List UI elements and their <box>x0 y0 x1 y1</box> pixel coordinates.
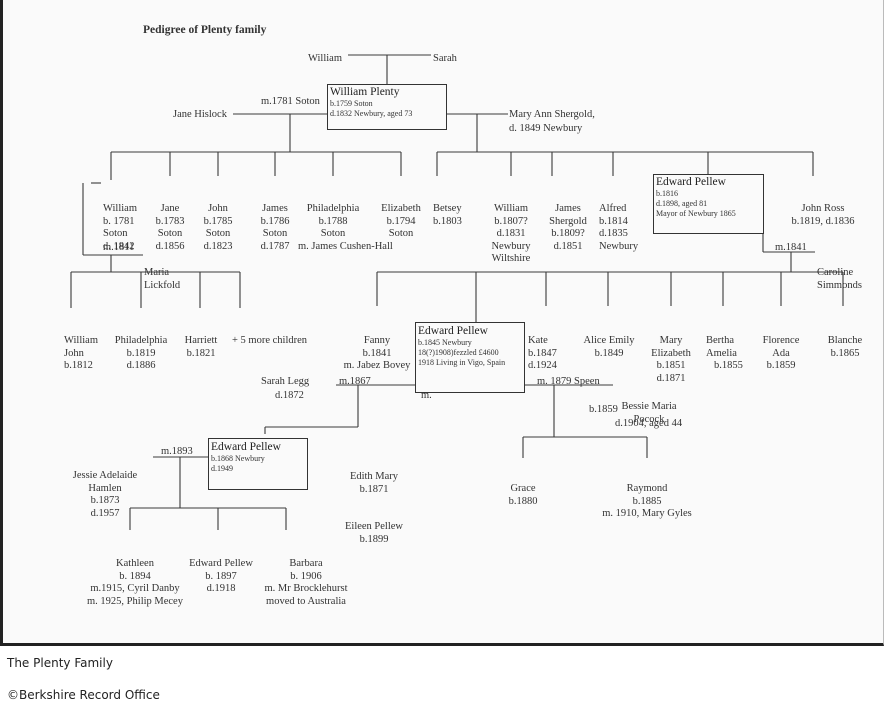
marriage-label-1811: m.1811 <box>103 242 135 253</box>
person-birth: b.1816 <box>656 189 678 198</box>
marriage-label-1841: m.1841 <box>775 242 807 253</box>
person-box-william-plenty: William Plenty b.1759 Soton d.1832 Newbu… <box>327 84 447 130</box>
image-credit: ©Berkshire Record Office <box>7 688 160 702</box>
person-mary-ann-shergold-death: d. 1849 Newbury <box>509 123 583 134</box>
person-death: d.1832 Newbury, aged 73 <box>330 109 413 118</box>
marriage-label-stray: m. <box>421 390 432 401</box>
person-birth: b.1868 Newbury <box>211 454 265 463</box>
person-name: Edward Pellew <box>211 441 281 453</box>
person-box-edward-pellew-1816: Edward Pellew b.1816 d.1898, aged 81 May… <box>653 174 764 234</box>
marriage-label-1781: m.1781 Soton <box>261 96 320 107</box>
person-note: Mayor of Newbury 1865 <box>656 209 736 218</box>
person-name: Edward Pellew <box>418 325 488 337</box>
person-bessie-birth: b.1859 <box>589 404 618 415</box>
person-box-edward-pellew-1868: Edward Pellew b.1868 Newbury d.1949 <box>208 438 308 490</box>
person-death: d.1949 <box>211 464 233 473</box>
person-name: William Plenty <box>330 86 400 98</box>
person-note: 1918 Living in Vigo, Spain <box>418 358 506 367</box>
pedigree-scan: Pedigree of Plenty family William Sarah … <box>0 0 884 646</box>
pedigree-title: Pedigree of Plenty family <box>143 24 267 36</box>
person-sarah-legg: Sarah Legg <box>261 376 310 387</box>
person-mary-ann-shergold: Mary Ann Shergold, <box>509 109 595 120</box>
pedigree-connector-lines <box>70 54 844 530</box>
person-birth: b.1845 Newbury <box>418 338 472 347</box>
person-birth: b.1759 Soton <box>330 99 373 108</box>
person-box-edward-pellew-1845: Edward Pellew b.1845 Newbury 18(?)1908)f… <box>415 322 525 393</box>
person-name: Edward Pellew <box>656 176 726 188</box>
person-william-father: William <box>308 53 342 64</box>
person-sarah: Sarah <box>433 53 457 64</box>
marriage-label-1867: m.1867 <box>339 376 371 387</box>
person-death: d.1898, aged 81 <box>656 199 708 208</box>
image-caption: The Plenty Family <box>7 656 113 670</box>
person-note: 18(?)1908)fezzled £4600 <box>418 348 499 357</box>
person-sarah-legg-death: d.1872 <box>275 390 304 401</box>
person-jane-hislock: Jane Hislock <box>173 109 227 120</box>
person-bessie-death: d.1904, aged 44 <box>615 418 683 429</box>
person-grandchild-more: + 5 more children <box>232 335 308 346</box>
marriage-label-1893: m.1893 <box>161 446 193 457</box>
marriage-label-1879: m. 1879 Speen <box>537 376 600 387</box>
